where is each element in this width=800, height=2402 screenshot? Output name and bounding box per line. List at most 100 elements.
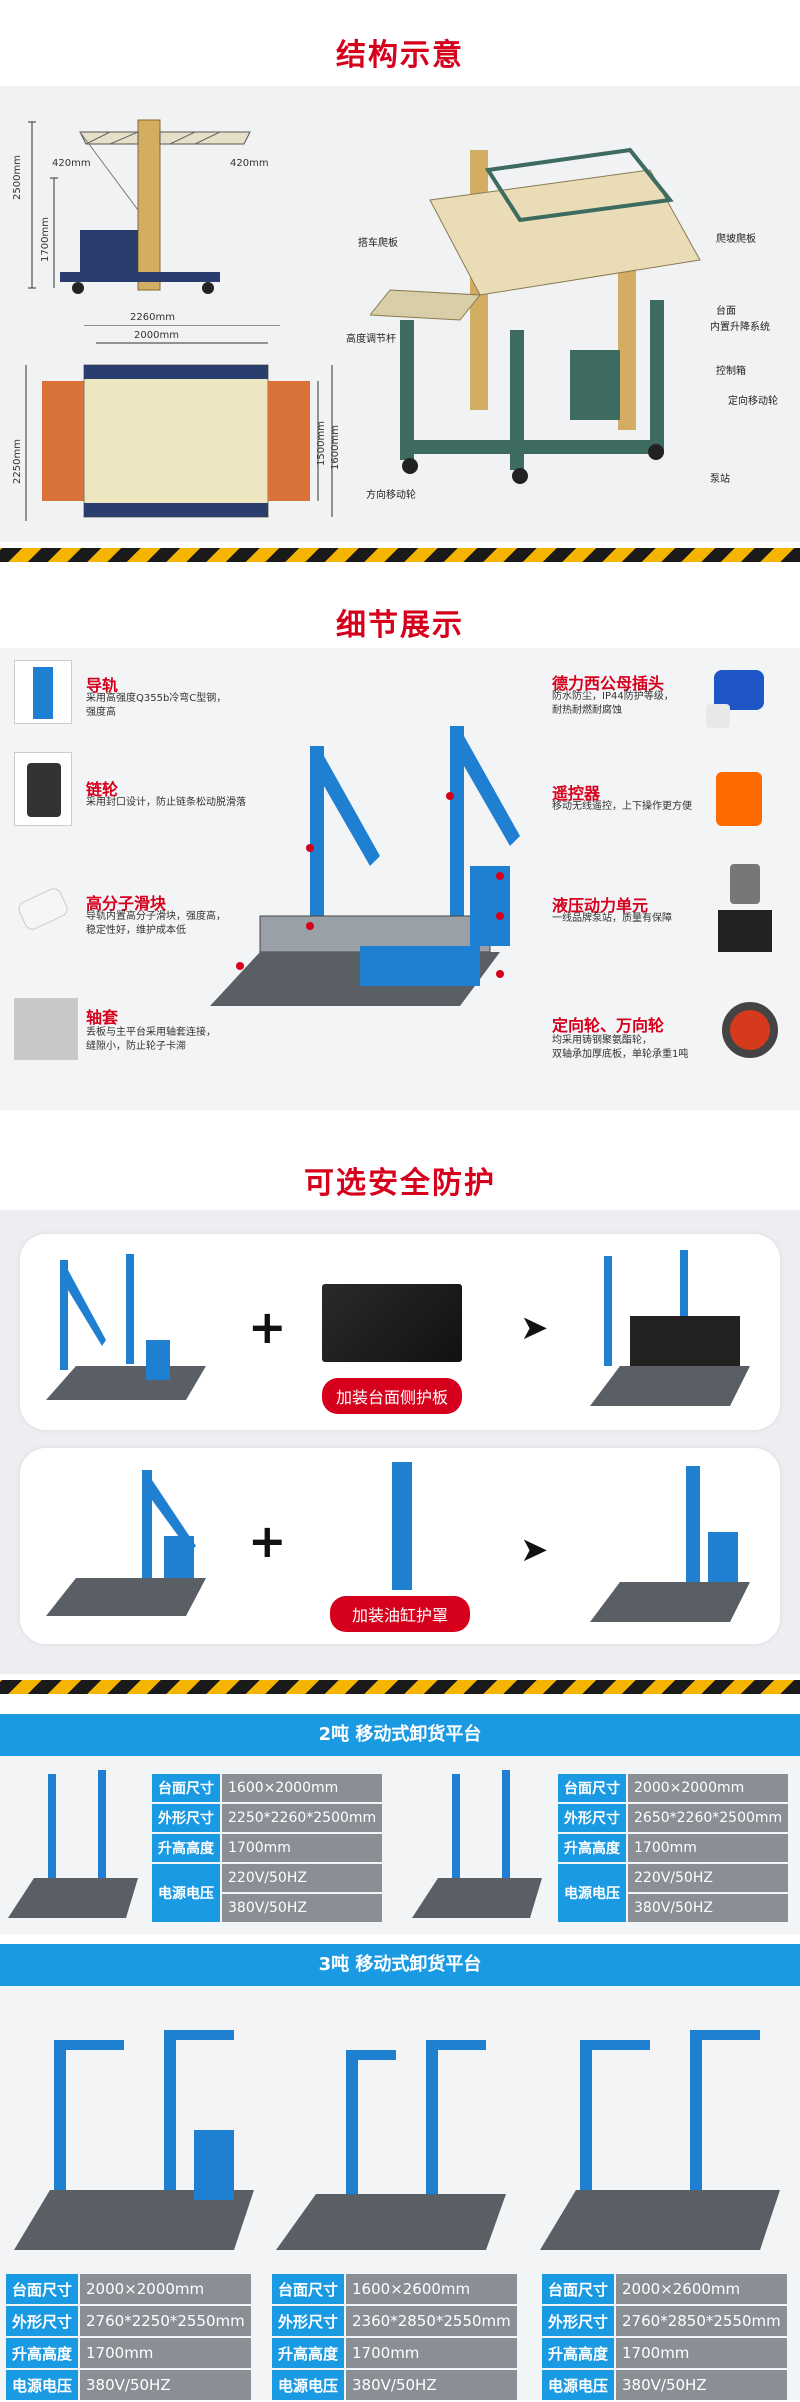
spec-3t-b-v4: 380V/50HZ	[346, 2370, 517, 2400]
side-guard-image	[322, 1284, 462, 1362]
spec-3t-c-image	[540, 2030, 780, 2250]
dim-420-right: 420mm	[230, 158, 269, 169]
detail-sprocket-title: 链轮	[86, 780, 119, 799]
spec-3t-c-v2: 2760*2850*2550mm	[616, 2306, 787, 2336]
dim-2500: 2500mm	[12, 155, 23, 200]
spec-2t-left-k4: 电源电压	[152, 1864, 220, 1922]
spec-3t-a-k4: 电源电压	[6, 2370, 79, 2400]
spec-3t-a-k2: 外形尺寸	[6, 2306, 79, 2336]
spec-3t-a-k1: 台面尺寸	[6, 2274, 79, 2304]
spec-2t-left-k3: 升高高度	[152, 1834, 220, 1862]
dim-1700: 1700mm	[40, 217, 51, 262]
spec-2t-left-image	[8, 1770, 138, 1918]
label-lift-system: 内置升降系统	[710, 322, 770, 333]
safety-2-before	[46, 1470, 206, 1616]
spec-2t-right-v1: 2000×2000mm	[628, 1774, 789, 1802]
spec-3t-b-k1: 台面尺寸	[272, 2274, 345, 2304]
spec-2t-left-v2: 2250*2260*2500mm	[222, 1804, 383, 1832]
spec-2t-right-v4a: 220V/50HZ	[628, 1864, 789, 1892]
wheel-thumb	[712, 992, 788, 1078]
spec-3t-c-v1: 2000×2600mm	[616, 2274, 787, 2304]
spec-2t-left-k2: 外形尺寸	[152, 1804, 220, 1832]
plug-thumb	[704, 660, 780, 736]
detail-slider-title: 高分子滑块	[86, 894, 167, 913]
detail-bushing-title: 轴套	[86, 1008, 119, 1027]
spec-2t-left-v3: 1700mm	[222, 1834, 383, 1862]
spec-2t-right-k3: 升高高度	[558, 1834, 626, 1862]
detail-rail-desc1: 采用高强度Q355b冷弯C型钢，	[86, 693, 227, 704]
spec-3t-a-v1: 2000×2000mm	[80, 2274, 251, 2304]
detail-bushing-desc2: 缝隙小，防止轮子卡滞	[86, 1041, 186, 1052]
spec-3t-title-bar: 3吨 移动式卸货平台	[0, 1944, 800, 1986]
spec-3t-a-image	[14, 2030, 254, 2250]
detail-rail-title: 导轨	[86, 676, 119, 695]
spec-2t-right-image	[412, 1770, 542, 1918]
spec-3t-b-k2: 外形尺寸	[272, 2306, 345, 2336]
label-platform: 台面	[716, 306, 736, 317]
dim-1600: 1600mm	[330, 425, 341, 470]
spec-3t-b-k3: 升高高度	[272, 2338, 345, 2368]
spec-3t-b-v2: 2360*2850*2550mm	[346, 2306, 517, 2336]
spec-3t-c-k1: 台面尺寸	[542, 2274, 615, 2304]
spec-3t-c-v4: 380V/50HZ	[616, 2370, 787, 2400]
label-fixed-wheel: 定向移动轮	[728, 396, 778, 407]
label-direction-wheel: 方向移动轮	[366, 490, 416, 501]
structure-title: 结构示意	[336, 38, 464, 73]
detail-wheel-desc2: 双轴承加厚底板，单轮承重1吨	[552, 1049, 689, 1060]
detail-wheel-title: 定向轮、万向轮	[552, 1016, 665, 1035]
spec-2t-right-k4: 电源电压	[558, 1864, 626, 1922]
spec-2t-right-v2: 2650*2260*2500mm	[628, 1804, 789, 1832]
details-machine-image	[210, 726, 520, 1006]
detail-wheel-desc1: 均采用铸钢聚氨酯轮，	[552, 1035, 652, 1046]
detail-plug-desc2: 耐热耐燃耐腐蚀	[552, 705, 622, 716]
safety-title: 可选安全防护	[304, 1166, 496, 1201]
side-view-drawing	[28, 119, 251, 294]
spec-3t-b-v3: 1700mm	[346, 2338, 517, 2368]
cylinder-guard-image	[392, 1462, 412, 1590]
spec-2t-left-v4b: 380V/50HZ	[222, 1894, 383, 1922]
detail-plug-desc1: 防水防尘，IP44防护等级，	[552, 691, 674, 702]
safety-1-before	[46, 1254, 206, 1400]
hazard-stripe-2	[0, 1680, 800, 1694]
detail-plug-title: 德力西公母插头	[552, 674, 665, 693]
label-height-rod: 高度调节杆	[346, 334, 396, 345]
detail-rail-desc2: 强度高	[86, 707, 116, 718]
spec-3t-b-image	[276, 2040, 506, 2250]
detail-hydraulic-title: 液压动力单元	[552, 896, 649, 915]
safety-1-after	[590, 1250, 750, 1406]
slider-thumb	[14, 880, 72, 938]
rail-thumb	[14, 660, 72, 724]
spec-2t-right-k1: 台面尺寸	[558, 1774, 626, 1802]
detail-slider-desc1: 导轨内置高分子滑块，强度高，	[86, 911, 226, 922]
arrow-icon-2: ➤	[520, 1530, 549, 1570]
detail-remote-desc1: 移动无线遥控，上下操作更方便	[552, 801, 692, 812]
detail-sprocket-desc1: 采用封口设计，防止链条松动脱滑落	[86, 797, 246, 808]
spec-3t-b-v1: 1600×2600mm	[346, 2274, 517, 2304]
safety-2-after	[590, 1466, 750, 1622]
platform-3d-model	[370, 147, 701, 484]
detail-remote-title: 遥控器	[552, 784, 601, 803]
option-side-guard-badge: 加装台面侧护板	[322, 1378, 462, 1414]
spec-3t-a-k3: 升高高度	[6, 2338, 79, 2368]
detail-bushing-desc1: 丢板与主平台采用轴套连接，	[86, 1027, 216, 1038]
dim-1500: 1500mm	[316, 421, 327, 466]
spec-3t-a-v4: 380V/50HZ	[80, 2370, 251, 2400]
spec-3t-c-k2: 外形尺寸	[542, 2306, 615, 2336]
spec-3t-b-k4: 电源电压	[272, 2370, 345, 2400]
spec-2t-title-bar: 2吨 移动式卸货平台	[0, 1714, 800, 1756]
spec-2t-right-k2: 外形尺寸	[558, 1804, 626, 1832]
spec-2t-left-v4a: 220V/50HZ	[222, 1864, 383, 1892]
detail-hydraulic-desc1: 一线品牌泵站，质量有保障	[552, 913, 672, 924]
top-view-drawing	[25, 325, 333, 521]
plus-icon-2: +	[248, 1514, 287, 1568]
plus-icon-1: +	[248, 1300, 287, 1354]
dim-2250: 2250mm	[12, 439, 23, 484]
label-right-plate: 爬坡爬板	[716, 234, 756, 245]
dim-2000: 2000mm	[134, 330, 179, 341]
spec-3t-a-v3: 1700mm	[80, 2338, 251, 2368]
spec-3t-c-k4: 电源电压	[542, 2370, 615, 2400]
